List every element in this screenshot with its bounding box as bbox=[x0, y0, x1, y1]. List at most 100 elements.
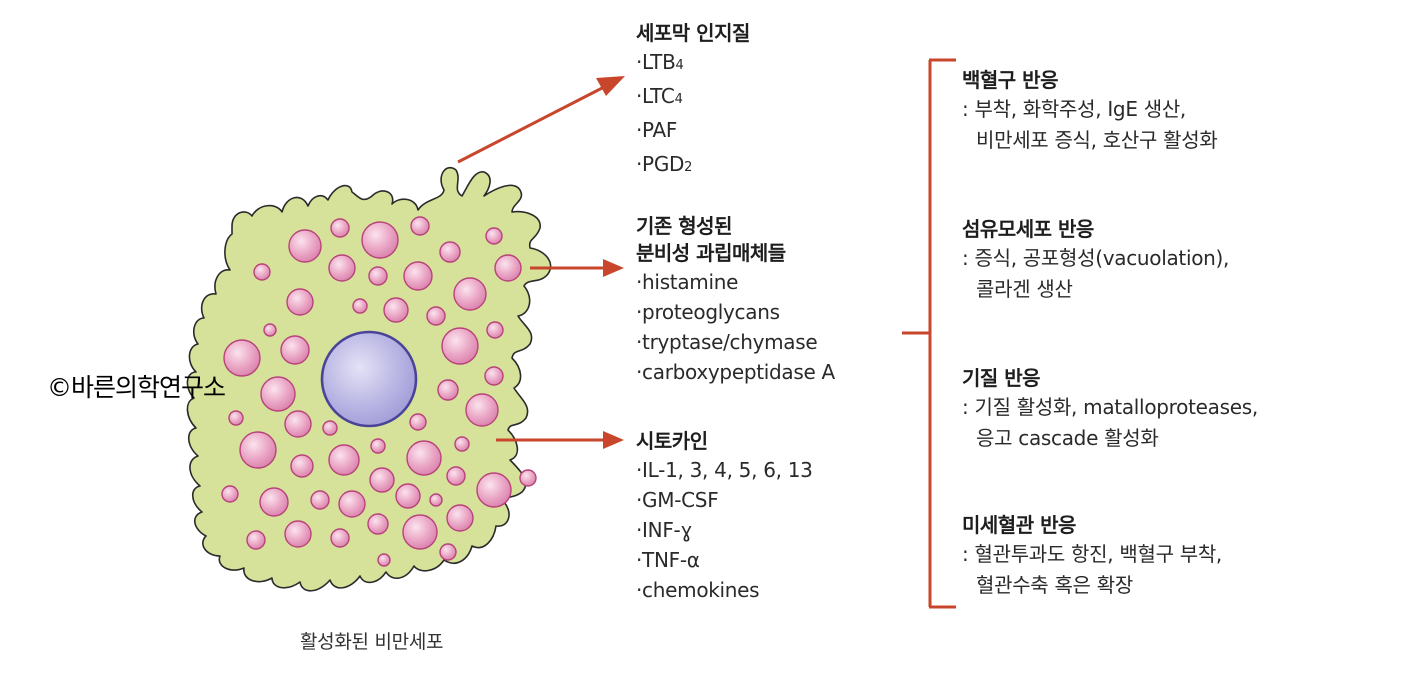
granule bbox=[370, 438, 386, 454]
granule bbox=[367, 513, 389, 535]
granule bbox=[437, 379, 459, 401]
granule bbox=[403, 261, 433, 291]
granule bbox=[485, 227, 503, 245]
cytokine-item: ·INF-ɣ bbox=[636, 518, 693, 542]
granule bbox=[369, 467, 395, 493]
response-title: 기질 반응 bbox=[962, 366, 1041, 390]
response-line: : 증식, 공포형성(vacuolation), bbox=[962, 246, 1230, 270]
granule-mediators-title-line2: 분비성 과립매체들 bbox=[636, 241, 786, 265]
granule bbox=[322, 420, 338, 436]
granule bbox=[439, 241, 461, 263]
cytokines-title: 시토카인 bbox=[636, 429, 708, 453]
granule bbox=[368, 266, 388, 286]
response-title: 미세혈관 반응 bbox=[962, 513, 1076, 537]
granule bbox=[328, 444, 360, 476]
granule bbox=[426, 306, 446, 326]
response-title: 백혈구 반응 bbox=[962, 68, 1058, 92]
granule bbox=[290, 454, 314, 478]
granule bbox=[280, 335, 310, 365]
granule bbox=[253, 263, 271, 281]
granule bbox=[453, 277, 487, 311]
response-line: 비만세포 증식, 호산구 활성화 bbox=[976, 128, 1218, 152]
lipid-item-paf: ·PAF bbox=[636, 118, 678, 142]
granule bbox=[288, 229, 322, 263]
fibroblast-response-block: 섬유모세포 반응 : 증식, 공포형성(vacuolation), 콜라겐 생산 bbox=[962, 215, 1229, 305]
cytokine-item: ·TNF-α bbox=[636, 548, 700, 572]
granule bbox=[259, 487, 289, 517]
granules bbox=[221, 216, 537, 567]
response-line: : 기질 활성화, matalloproteases, bbox=[962, 395, 1258, 419]
granule bbox=[446, 504, 474, 532]
granule bbox=[223, 339, 261, 377]
granule bbox=[395, 483, 421, 509]
granule bbox=[328, 254, 356, 282]
granule bbox=[519, 469, 537, 487]
cytokine-item: ·IL-1, 3, 4, 5, 6, 13 bbox=[636, 458, 813, 482]
figure-caption: 활성화된 비만세포 bbox=[300, 631, 444, 653]
granule-item: ·proteoglycans bbox=[636, 300, 780, 324]
response-line: : 혈관투과도 항진, 백혈구 부착, bbox=[962, 542, 1222, 566]
response-line: 응고 cascade 활성화 bbox=[976, 426, 1159, 450]
response-line: 콜라겐 생산 bbox=[976, 277, 1073, 301]
granule bbox=[377, 553, 391, 567]
granule bbox=[410, 216, 430, 236]
granule-item: ·carboxypeptidase A bbox=[636, 360, 835, 384]
granule bbox=[286, 288, 314, 316]
granule bbox=[402, 514, 438, 550]
granule bbox=[246, 530, 266, 550]
granule bbox=[494, 254, 522, 282]
granule-item: ·histamine bbox=[636, 270, 739, 294]
granule bbox=[352, 298, 368, 314]
cytokine-item: ·chemokines bbox=[636, 578, 760, 602]
granule bbox=[361, 221, 399, 259]
granule bbox=[429, 493, 443, 507]
granule bbox=[383, 297, 409, 323]
lipid-mediators-block: 세포막 인지질 ·LTB4 ·LTC4 ·PAF ·PGD2 bbox=[636, 20, 750, 183]
arrowhead bbox=[603, 259, 624, 277]
arrowhead bbox=[603, 431, 624, 449]
granule bbox=[228, 410, 244, 426]
granule bbox=[284, 520, 312, 548]
granule bbox=[260, 376, 296, 412]
lipid-item-pgd2: ·PGD2 bbox=[636, 152, 693, 176]
granule bbox=[338, 490, 366, 518]
arrowhead bbox=[596, 76, 625, 96]
granule bbox=[439, 543, 457, 561]
granule bbox=[476, 472, 512, 508]
granule bbox=[409, 413, 427, 431]
nucleus bbox=[320, 330, 418, 428]
response-line: 혈관수축 혹은 확장 bbox=[976, 573, 1133, 597]
granule bbox=[239, 431, 277, 469]
cytokine-item: ·GM-CSF bbox=[636, 488, 719, 512]
granule-item: ·tryptase/chymase bbox=[636, 330, 818, 354]
granule bbox=[330, 528, 350, 548]
cytokines-block: 시토카인 ·IL-1, 3, 4, 5, 6, 13 ·GM-CSF ·INF-… bbox=[636, 428, 813, 605]
granule bbox=[454, 436, 470, 452]
granule bbox=[221, 485, 239, 503]
arrows bbox=[457, 76, 625, 449]
granule-mediators-title-line1: 기존 형성된 bbox=[636, 214, 732, 238]
granule bbox=[486, 321, 504, 339]
granule bbox=[441, 327, 479, 365]
granule bbox=[406, 440, 442, 476]
response-title: 섬유모세포 반응 bbox=[962, 217, 1094, 241]
lipid-item-ltc4: ·LTC4 bbox=[636, 84, 683, 108]
leukocyte-response-block: 백혈구 반응 : 부착, 화학주성, IgE 생산, 비만세포 증식, 호산구 … bbox=[962, 66, 1218, 156]
granule bbox=[310, 490, 330, 510]
matrix-response-block: 기질 반응 : 기질 활성화, matalloproteases, 응고 cas… bbox=[962, 364, 1258, 454]
response-line: : 부착, 화학주성, IgE 생산, bbox=[962, 97, 1186, 121]
arrow-to-lipid-mediators bbox=[457, 83, 609, 164]
granule bbox=[284, 410, 312, 438]
granule bbox=[446, 466, 466, 486]
granule bbox=[330, 218, 350, 238]
copyright-watermark: ©바른의학연구소 bbox=[47, 373, 226, 402]
granule bbox=[263, 323, 277, 337]
lipid-item-ltb4: ·LTB4 bbox=[636, 50, 684, 74]
microvascular-response-block: 미세혈관 반응 : 혈관투과도 항진, 백혈구 부착, 혈관수축 혹은 확장 bbox=[962, 511, 1222, 601]
granule bbox=[484, 366, 504, 386]
lipid-mediators-title: 세포막 인지질 bbox=[636, 21, 750, 45]
response-bracket bbox=[902, 58, 956, 609]
granule-mediators-block: 기존 형성된 분비성 과립매체들 ·histamine ·proteoglyca… bbox=[636, 213, 835, 387]
granule bbox=[465, 393, 499, 427]
